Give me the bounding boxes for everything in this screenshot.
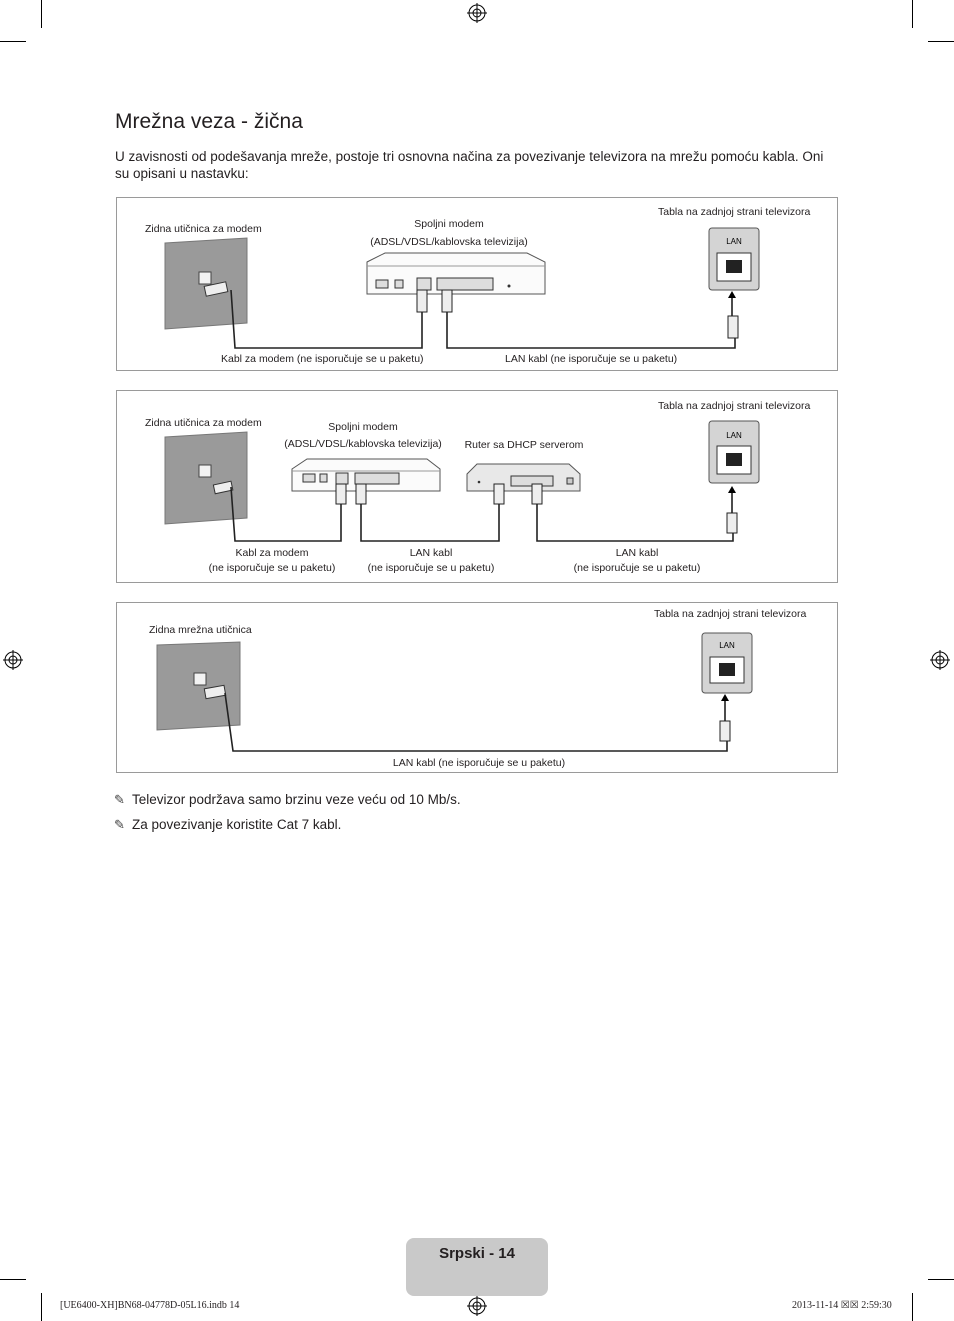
lan-cable-note: (ne isporučuje se u paketu) (573, 562, 701, 574)
tv-lan-panel-icon (708, 227, 760, 291)
modem-label: Spoljni modem (328, 421, 398, 433)
lan-port-label: LAN (726, 237, 742, 246)
registration-mark-icon (467, 3, 487, 23)
footer-date: 2013-11-14 ☒☒ 2:59:30 (792, 1300, 892, 1311)
plug-icon (203, 684, 227, 700)
note-text: Za povezivanje koristite Cat 7 kabl. (132, 817, 342, 832)
crop-mark (0, 1279, 26, 1280)
wall-outlet-label: Zidna utičnica za modem (145, 417, 262, 429)
crop-mark (41, 1293, 42, 1321)
lan-cable-note: (ne isporučuje se u paketu) (367, 562, 495, 574)
modem-type-label: (ADSL/VDSL/kablovska televizija) (370, 236, 528, 248)
wall-outlet-label: Zidna utičnica za modem (145, 223, 262, 235)
modem-device-icon (366, 252, 546, 295)
diagram-wall-direct: LAN Zidna mrežna utičnica Tabla na zadnj… (116, 602, 838, 773)
wall-outlet-label: Zidna mrežna utičnica (149, 624, 252, 636)
lan-cable-label: LAN kabl (409, 547, 453, 559)
diagram-modem-router: LAN Zidna utičnica za modem Spoljni mode… (116, 390, 838, 583)
diagram-wall-direct-drawing: LAN (156, 632, 753, 752)
tv-lan-panel-icon (701, 632, 753, 694)
wall-jack-icon (193, 672, 207, 686)
crop-mark (928, 1279, 954, 1280)
modem-cable-label: Kabl za modem (ne isporučuje se u paketu… (221, 353, 424, 365)
crop-mark (0, 41, 26, 42)
crop-mark (912, 1293, 913, 1321)
registration-mark-icon (3, 650, 23, 670)
page-number: Srpski - 14 (439, 1245, 515, 1262)
plug-icon (212, 480, 234, 495)
modem-cable-label: Kabl za modem (235, 547, 309, 559)
router-device-icon (466, 463, 581, 492)
modem-type-label: (ADSL/VDSL/kablovska televizija) (284, 438, 442, 450)
crop-mark (928, 41, 954, 42)
pencil-note-icon: ✎ (114, 817, 125, 832)
wall-outlet (156, 641, 241, 731)
note-item: ✎ Televizor podržava samo brzinu veze već… (114, 792, 461, 808)
diagram-modem-direct: LAN Zidna utičnica za modem Spoljni mode… (116, 197, 838, 371)
crop-mark (41, 0, 42, 28)
intro-paragraph: U zavisnosti od podešavanja mreže, posto… (115, 149, 824, 181)
note-text: Televizor podržava samo brzinu veze veću… (132, 792, 461, 807)
page-title: Mrežna veza - žična (115, 110, 303, 133)
wall-jack-icon (198, 464, 212, 478)
crop-mark (912, 0, 913, 28)
diagram-modem-router-drawing: LAN (164, 420, 760, 542)
plug-icon (203, 281, 229, 297)
tv-panel-label: Tabla na zadnjoj strani televizora (654, 608, 807, 620)
lan-cable-label: LAN kabl (ne isporučuje se u paketu) (505, 353, 678, 365)
lan-port-label: LAN (726, 431, 742, 440)
note-item: ✎ Za povezivanje koristite Cat 7 kabl. (114, 817, 341, 833)
page-number-badge (406, 1238, 548, 1296)
footer-file-info: [UE6400-XH]BN68-04778D-05L16.indb 14 (60, 1300, 240, 1311)
registration-mark-icon (930, 650, 950, 670)
wall-jack-icon (198, 271, 212, 285)
diagram-modem-direct-drawing: LAN (164, 227, 760, 349)
wall-outlet (164, 431, 248, 525)
pencil-note-icon: ✎ (114, 792, 125, 807)
tv-lan-panel-icon (708, 420, 760, 484)
lan-port-label: LAN (719, 641, 735, 650)
modem-cable-note: (ne isporučuje se u paketu) (208, 562, 336, 574)
lan-cable-label: LAN kabl (ne isporučuje se u paketu) (392, 757, 566, 769)
tv-panel-label: Tabla na zadnjoj strani televizora (658, 206, 811, 218)
router-label: Ruter sa DHCP serverom (464, 439, 584, 451)
tv-panel-label: Tabla na zadnjoj strani televizora (658, 400, 811, 412)
modem-device-icon (291, 458, 441, 492)
lan-cable-label: LAN kabl (615, 547, 659, 559)
registration-mark-icon (467, 1296, 487, 1316)
modem-label: Spoljni modem (414, 218, 484, 230)
